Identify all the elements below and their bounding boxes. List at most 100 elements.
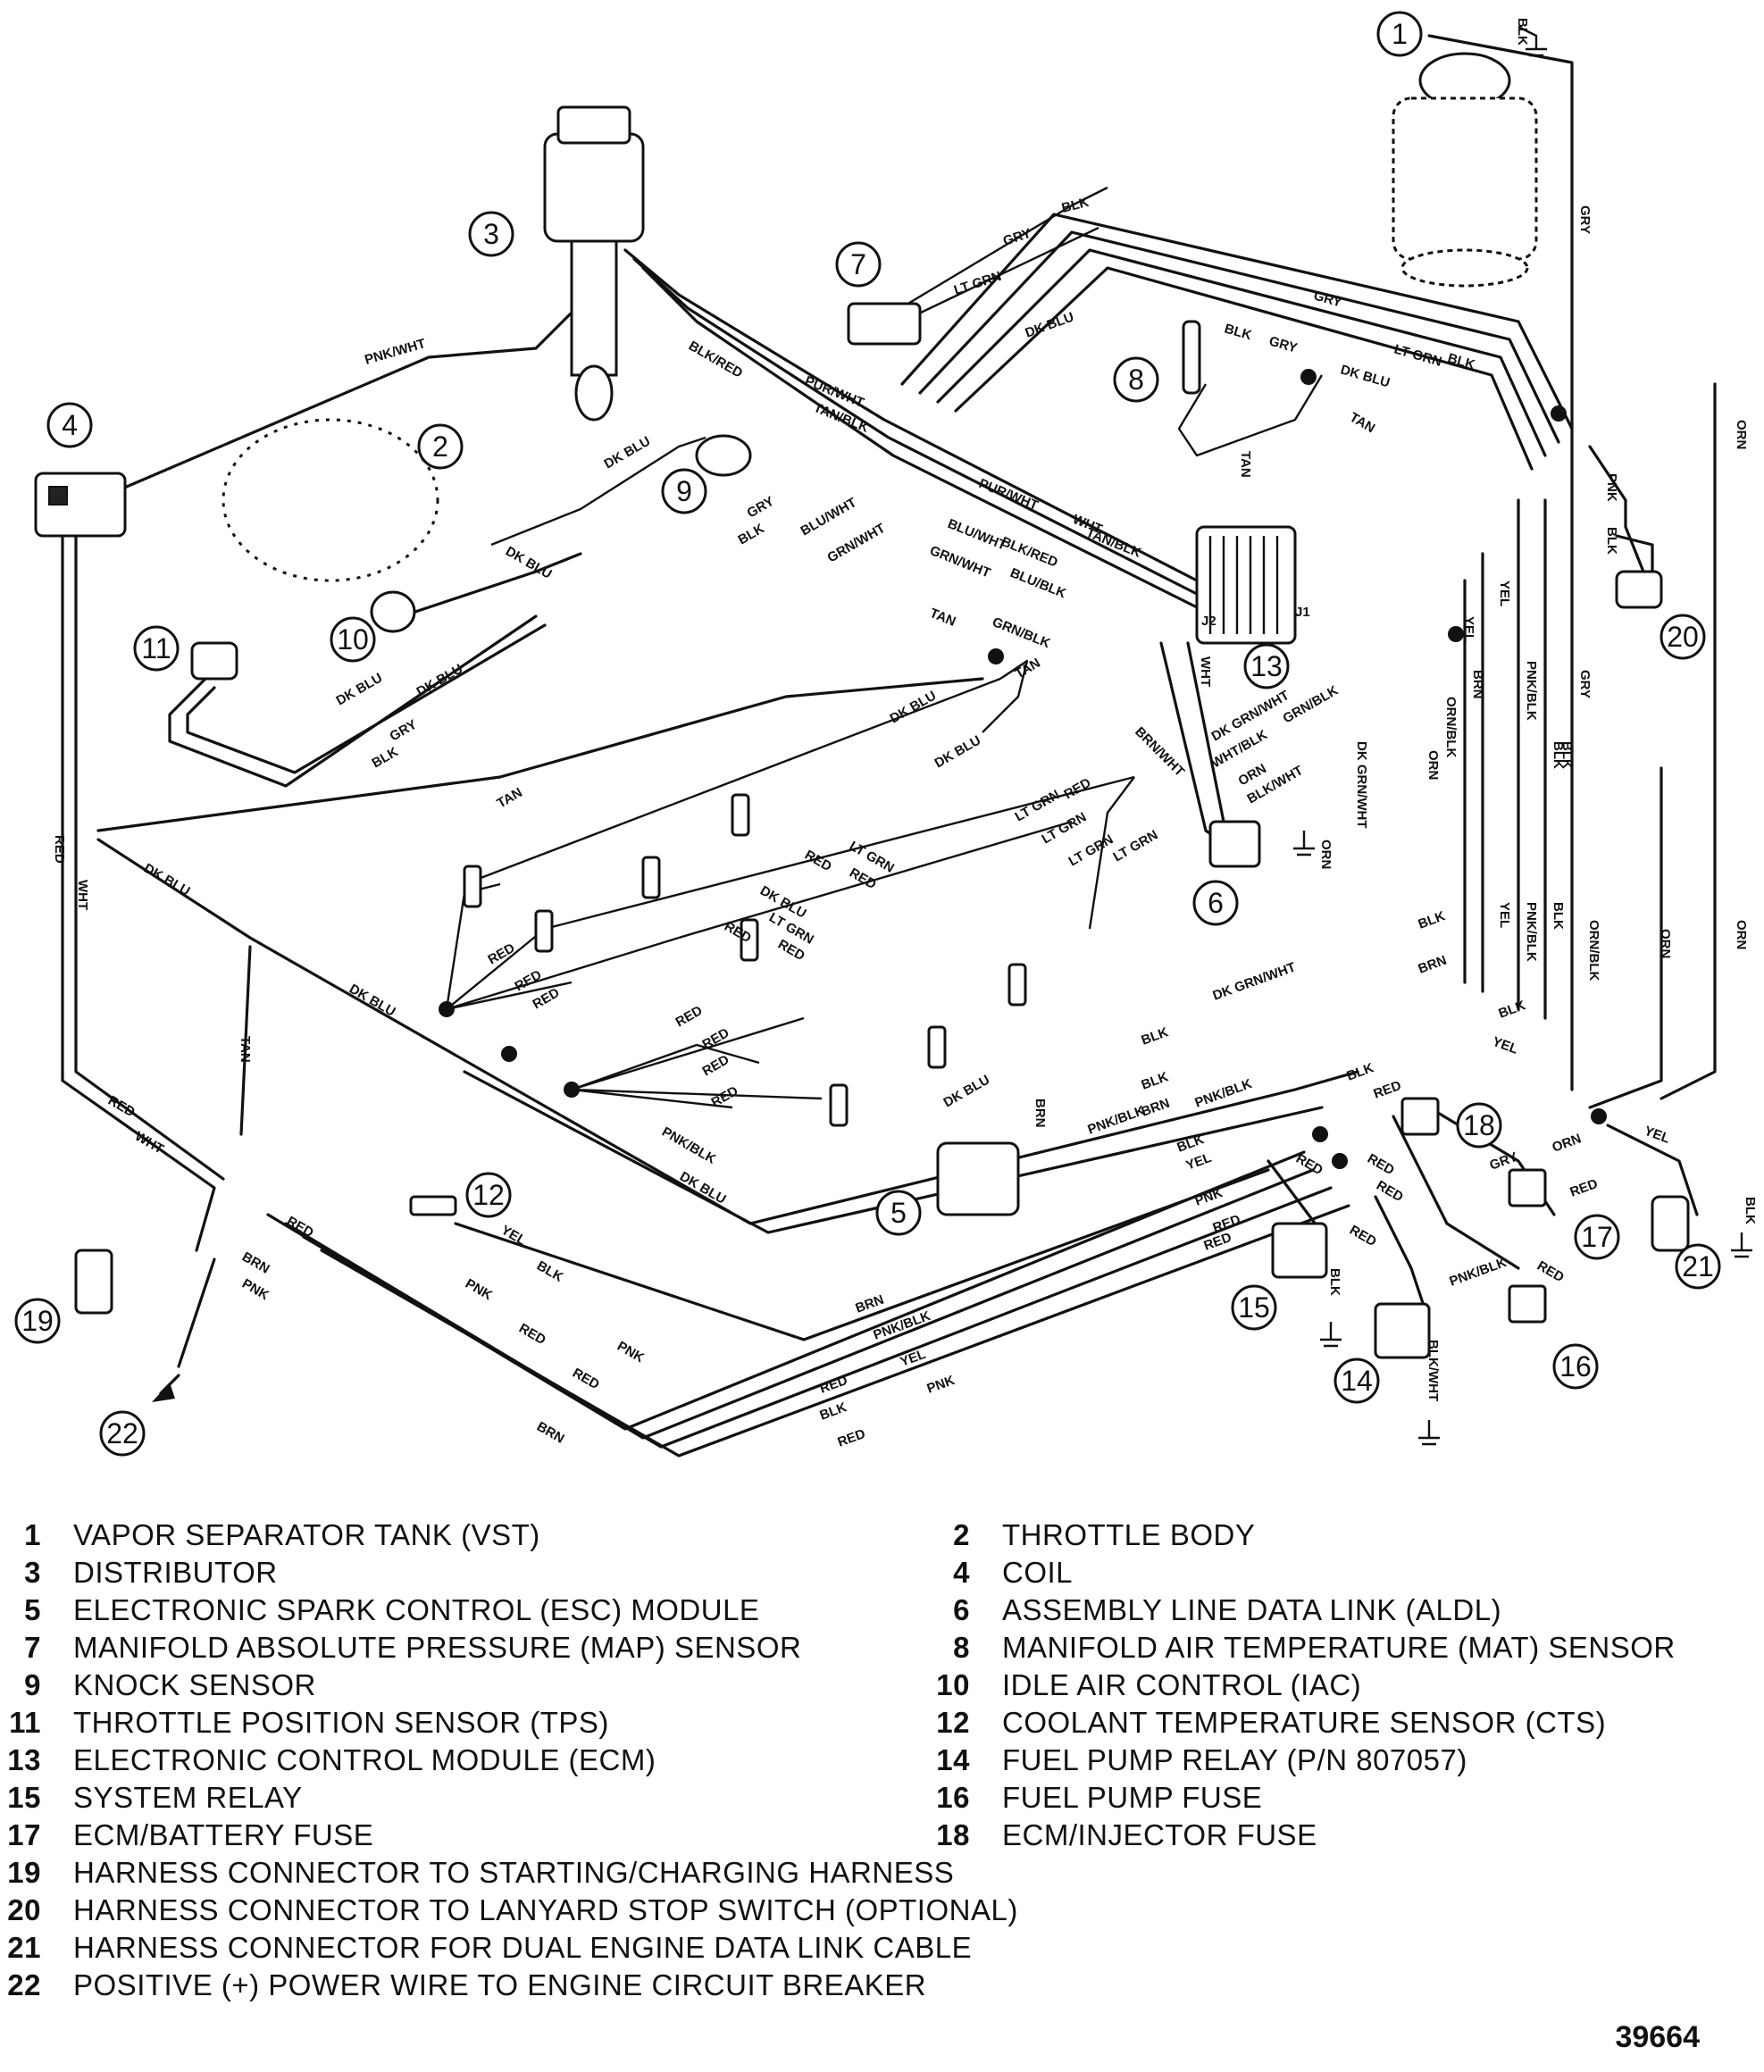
callout-3: 3 — [468, 211, 514, 257]
wire-label: RED — [52, 835, 67, 864]
wire-label: YEL — [1497, 581, 1512, 606]
wire-label: DK BLU — [888, 688, 940, 726]
wire-label: PNK/BLK — [1193, 1076, 1255, 1111]
wire-label: TAN — [928, 606, 958, 630]
coil — [34, 472, 127, 538]
callout-22: 22 — [99, 1410, 146, 1457]
wire-label: DK BLU — [414, 661, 466, 699]
wire-label: ORN — [1425, 750, 1441, 780]
wire-label: GRY — [1312, 288, 1343, 311]
callout-10: 10 — [330, 616, 376, 663]
wire-label: PNK/BLK — [1524, 902, 1539, 962]
svg-text:21: 21 — [1682, 1250, 1714, 1282]
wire-label: DK BLU — [941, 1072, 993, 1110]
wire-label: WHT — [75, 880, 90, 910]
wire-label: ORN — [1734, 920, 1749, 949]
wiring-diagram: BLK GRY LT GRN GRY LT GRN BLK BLK GRY DK… — [14, 11, 1758, 1458]
wire-label: RED — [700, 1052, 732, 1080]
power-arrow — [152, 1374, 180, 1402]
callout-4: 4 — [46, 402, 93, 448]
wire-label: BLK — [1497, 998, 1528, 1022]
svg-text:20: 20 — [1667, 621, 1699, 653]
wire-label: BLK — [1140, 1069, 1171, 1093]
ecm — [1195, 525, 1297, 645]
wire-label: PNK/BLK — [659, 1124, 718, 1167]
wire-label: J1 — [1295, 605, 1310, 620]
wire-label: BLK — [370, 744, 401, 771]
svg-text:12: 12 — [472, 1179, 505, 1211]
wire-label: DK BLU — [1339, 363, 1392, 391]
wire-label: RED — [516, 1321, 548, 1349]
wire-label: RED — [802, 848, 834, 875]
wire-label: RED — [700, 1025, 732, 1053]
wire-label: BLK/RED — [999, 534, 1060, 571]
callout-17: 17 — [1574, 1214, 1620, 1260]
callout-16: 16 — [1552, 1343, 1599, 1390]
svg-text:7: 7 — [850, 248, 866, 280]
wire-label: WHT — [1198, 656, 1213, 687]
wire-label: BLK — [1551, 902, 1566, 930]
wire-label: BLK — [1345, 1060, 1376, 1084]
callout-20: 20 — [1659, 614, 1706, 660]
wire-label: BRN/WHT — [1132, 724, 1187, 780]
wire-label: RED — [1534, 1258, 1567, 1286]
wire-label: J2 — [1201, 614, 1216, 629]
wire-label: GRN/WHT — [928, 543, 993, 581]
wire-label: GRY — [1001, 226, 1033, 249]
wire-label: YEL — [899, 1347, 928, 1370]
callout-14: 14 — [1333, 1358, 1380, 1404]
wire-label: GRN/BLK — [991, 614, 1053, 651]
wire-label: BLK/RED — [686, 338, 745, 381]
wire-label: RED — [847, 865, 879, 893]
lanyard-connector — [1615, 570, 1663, 609]
wire-label: BRN — [534, 1419, 567, 1447]
svg-text:4: 4 — [62, 409, 78, 441]
mat-sensor — [1182, 320, 1201, 395]
idle-air-control — [370, 590, 416, 633]
callout-8: 8 — [1113, 356, 1159, 403]
wire-label: RED — [1568, 1176, 1601, 1200]
wire-label: BLK — [1446, 351, 1476, 373]
wire-label: PNK — [239, 1276, 272, 1304]
wire-label: RED — [1365, 1151, 1397, 1179]
svg-text:15: 15 — [1238, 1291, 1270, 1324]
wire-label: TAN — [1347, 410, 1377, 437]
distributor — [543, 105, 645, 422]
wire-label: BRN — [1140, 1096, 1172, 1120]
wire-label: PNK — [925, 1373, 957, 1397]
wire-label: PNK/BLK — [1448, 1255, 1509, 1290]
wire-label: PUR/WHT — [977, 476, 1041, 514]
callout-5: 5 — [875, 1190, 922, 1236]
svg-text:11: 11 — [141, 632, 171, 664]
callout-13: 13 — [1243, 643, 1290, 689]
figure-number: 39664 — [1615, 2020, 1700, 2054]
wire-label: DK BLU — [602, 433, 654, 472]
wire-label: YEL — [1497, 902, 1512, 928]
wire-label: RED — [570, 1366, 602, 1393]
svg-text:5: 5 — [890, 1197, 907, 1229]
relays-and-fuses — [1271, 1097, 1547, 1359]
wire-label: TAN — [1013, 656, 1043, 682]
wire-label: PNK — [614, 1339, 647, 1366]
wire-label: ORN — [1318, 840, 1333, 869]
wire-label: BRN — [1417, 953, 1449, 977]
wire-label: GRY — [1577, 670, 1593, 698]
callout-1: 1 — [1376, 11, 1423, 57]
harness-connector-19 — [74, 1249, 113, 1315]
wire-label: GRN/BLK — [1281, 682, 1342, 726]
wire-label: BLK/WHT — [1425, 1340, 1441, 1401]
wire-label: DK BLU — [932, 732, 984, 771]
wire-label: YEL — [1184, 1150, 1214, 1174]
wire-label: DK BLU — [334, 670, 386, 708]
svg-text:19: 19 — [21, 1305, 54, 1337]
